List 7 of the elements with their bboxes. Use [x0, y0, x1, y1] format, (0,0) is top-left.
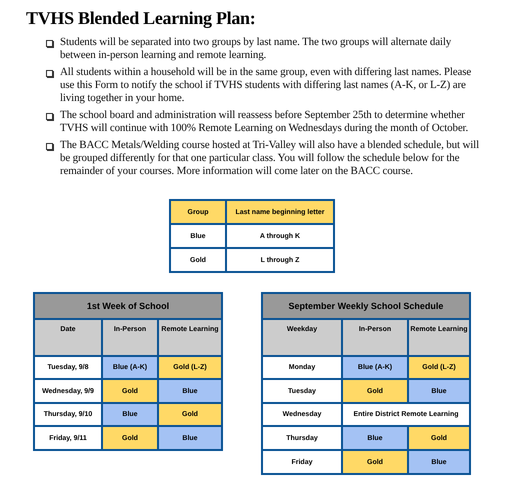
table-title: 1st Week of School — [34, 293, 222, 319]
bullet-text: The BACC Metals/Welding course hosted at Tri-Valley will also have a blended schedule, but will be grouped differently for that one particular class. You will follow the schedule below for the remainder of your courses. More information will come later on the BACC course. — [60, 139, 479, 177]
table-title: September Weekly School Schedule — [262, 293, 470, 319]
bullet-text: All students within a household will be in the same group, even with differing last names. Please use this Form to notify the school if TVHS students with differing last names (A-K, or L-Z) are living together in your home. — [60, 66, 472, 104]
page-title: TVHS Blended Learning Plan: — [26, 8, 256, 29]
bullet-text: Students will be separated into two groups by last name. The two groups will alternate daily between in-person learning and remote learning. — [60, 36, 452, 61]
bullet-text: The school board and administration will reassess before September 25th to determine whether TVHS will continue with 100% Remote Learning on Wednesdays during the month of October. — [60, 109, 468, 134]
